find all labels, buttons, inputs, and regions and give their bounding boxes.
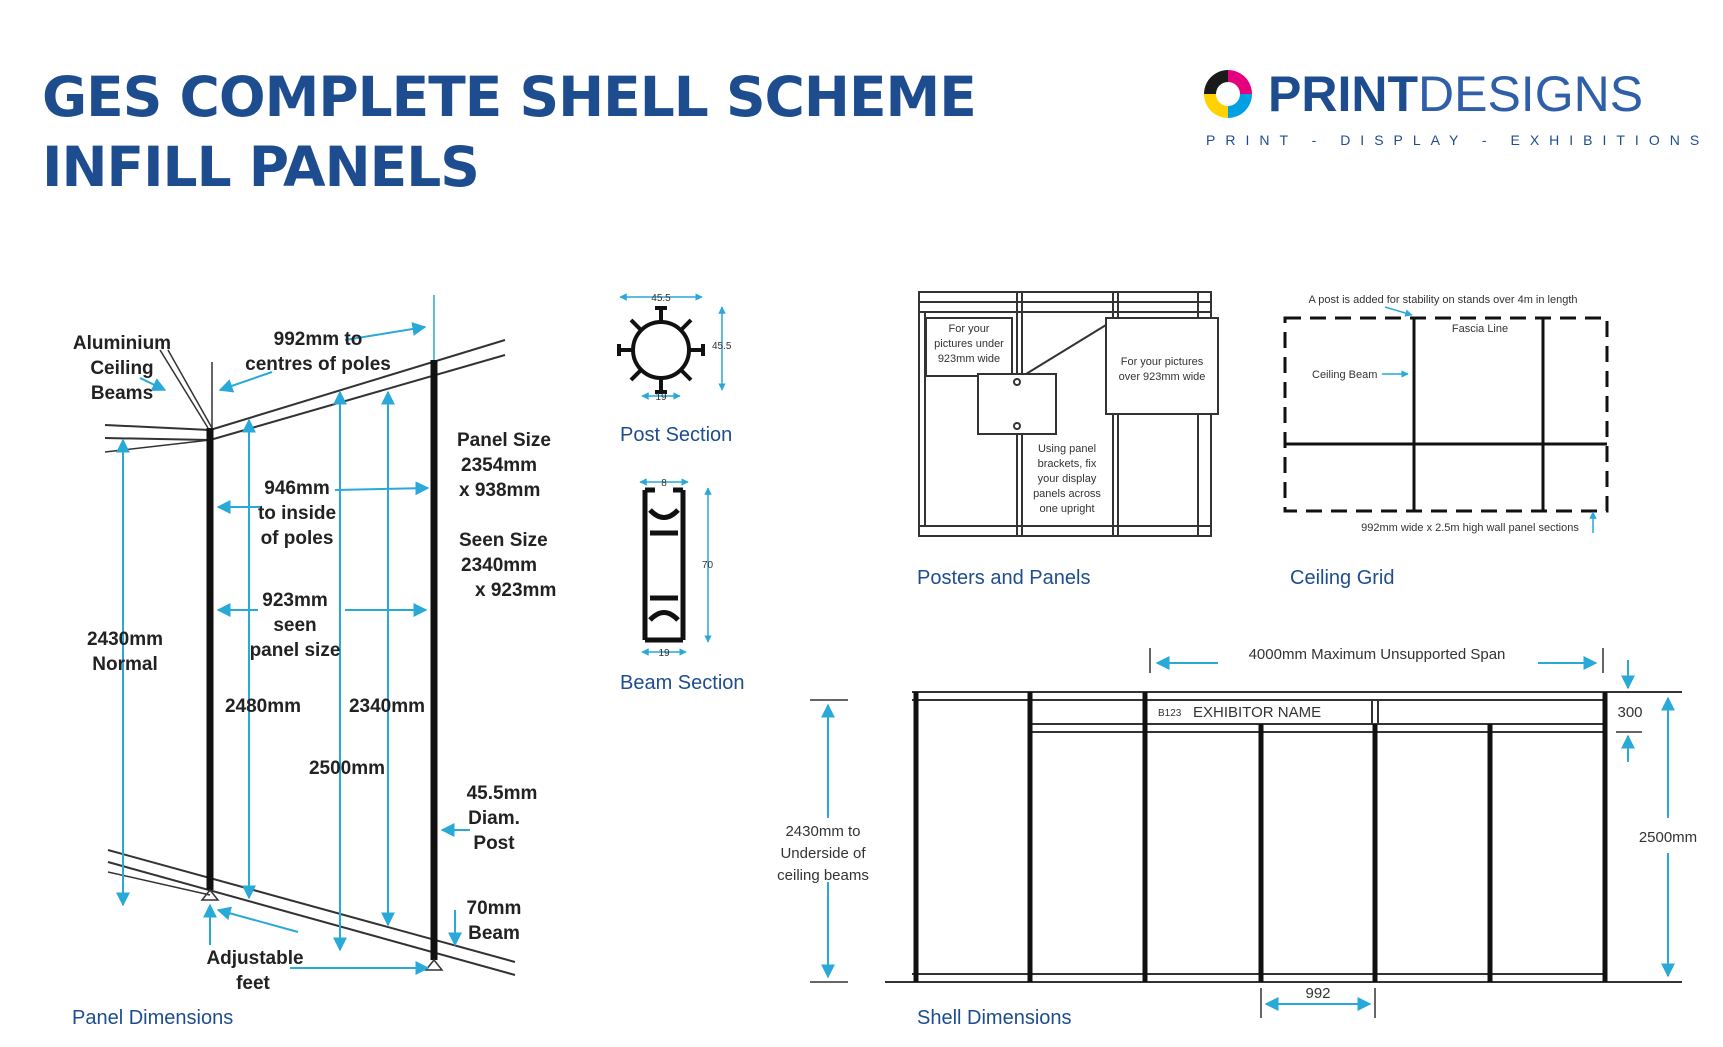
seen-size-label-2: 2340mm [461, 555, 537, 576]
underside-label-2: Underside of [780, 845, 866, 862]
fascia-height-label: 300 [1617, 704, 1642, 721]
post-section-drawing: 45.5 45.5 19 Post Section [617, 293, 732, 446]
seen-panel-label-2: seen [273, 615, 316, 636]
beams-label-3: Beams [91, 383, 153, 404]
seen-panel-label-3: panel size [250, 640, 341, 661]
title-line-2: INFILL PANELS [42, 135, 480, 199]
beam-bottom-label: 19 [658, 648, 670, 659]
post-label-1: 45.5mm [467, 783, 538, 804]
beam-section-drawing: 8 70 19 Beam Section [620, 478, 745, 694]
beam-section-caption: Beam Section [620, 672, 745, 694]
beam-label-2: Beam [468, 923, 520, 944]
page-title: GES COMPLETE SHELL SCHEME INFILL PANELS [42, 62, 977, 202]
h2480-label: 2480mm [225, 696, 301, 717]
posters-panels-drawing: For your pictures under 923mm wide For y… [917, 291, 1219, 589]
centres-label-2: centres of poles [245, 354, 391, 375]
brackets-label-3: your display [1038, 473, 1097, 485]
ceiling-grid-drawing: A post is added for stability on stands … [1283, 294, 1609, 589]
brackets-label-1: Using panel [1038, 443, 1096, 455]
beam-top-label: 8 [661, 478, 667, 489]
post-label-3: Post [473, 833, 515, 854]
beams-label-1: Aluminium [73, 333, 171, 354]
centres-label-1: 992mm to [274, 329, 363, 350]
panel-dimensions-caption: Panel Dimensions [72, 1007, 233, 1029]
ceiling-note: A post is added for stability on stands … [1308, 294, 1577, 306]
inside-label-1: 946mm [264, 478, 330, 499]
inside-label-3: of poles [261, 528, 334, 549]
over-label-1: For your pictures [1121, 356, 1204, 368]
exhibitor-name: EXHIBITOR NAME [1193, 704, 1321, 721]
seen-size-label-3: x 923mm [475, 580, 556, 601]
shell-dimensions-drawing: 4000mm Maximum Unsupported Span B123 EXH… [777, 642, 1697, 1029]
panel-size-label-3: x 938mm [459, 480, 540, 501]
seen-size-label-1: Seen Size [459, 530, 548, 551]
underside-label-3: ceiling beams [777, 867, 869, 884]
beam-height-label: 70 [702, 560, 714, 571]
span-label: 4000mm Maximum Unsupported Span [1249, 646, 1506, 663]
under-label-3: 923mm wide [938, 353, 1000, 365]
ceiling-grid-caption: Ceiling Grid [1290, 567, 1394, 589]
post-inner-label: 19 [655, 392, 667, 403]
feet-label-2: feet [236, 973, 270, 994]
posters-caption: Posters and Panels [917, 567, 1090, 589]
stand-number: B123 [1158, 708, 1182, 719]
post-height-label: 45.5 [712, 341, 732, 352]
post-label-2: Diam. [468, 808, 520, 829]
ceiling-beam-label: Ceiling Beam [1312, 369, 1377, 381]
seen-panel-label-1: 923mm [262, 590, 328, 611]
logo-tagline: PRINT - DISPLAY - EXHIBITIONS [1206, 132, 1710, 148]
logo-swirl-icon [1204, 70, 1252, 118]
brackets-label-5: one upright [1039, 503, 1094, 515]
feet-label-1: Adjustable [206, 948, 303, 969]
panel-dimensions-drawing: Aluminium Ceiling Beams 992mm to centres… [72, 295, 556, 1029]
fascia-line-label: Fascia Line [1452, 323, 1508, 335]
panel-size-label-2: 2354mm [461, 455, 537, 476]
post-section-caption: Post Section [620, 424, 732, 446]
print-designs-logo: PRINTDESIGNS PRINT - DISPLAY - EXHIBITIO… [1200, 62, 1699, 152]
beams-label-2: Ceiling [90, 358, 153, 379]
wall-panel-label: 992mm wide x 2.5m high wall panel sectio… [1361, 522, 1579, 534]
title-line-1: GES COMPLETE SHELL SCHEME [42, 65, 977, 129]
h2500-label: 2500mm [309, 758, 385, 779]
post-width-label: 45.5 [651, 293, 671, 304]
beam-label-1: 70mm [467, 898, 522, 919]
shell-dimensions-caption: Shell Dimensions [917, 1007, 1072, 1029]
h2340-label: 2340mm [349, 696, 425, 717]
panel-size-label-1: Panel Size [457, 430, 551, 451]
under-label-1: For your [949, 323, 990, 335]
brackets-label-4: panels across [1033, 488, 1101, 500]
total-height-label: 2500mm [1639, 829, 1697, 846]
normal-label-1: 2430mm [87, 629, 163, 650]
inside-label-2: to inside [258, 503, 336, 524]
underside-label-1: 2430mm to [785, 823, 860, 840]
brackets-label-2: brackets, fix [1038, 458, 1097, 470]
logo-wordmark: PRINTDESIGNS [1268, 66, 1644, 122]
under-label-2: pictures under [934, 338, 1004, 350]
normal-label-2: Normal [92, 654, 157, 675]
over-label-2: over 923mm wide [1119, 371, 1206, 383]
panel-width-label: 992 [1305, 985, 1330, 1002]
